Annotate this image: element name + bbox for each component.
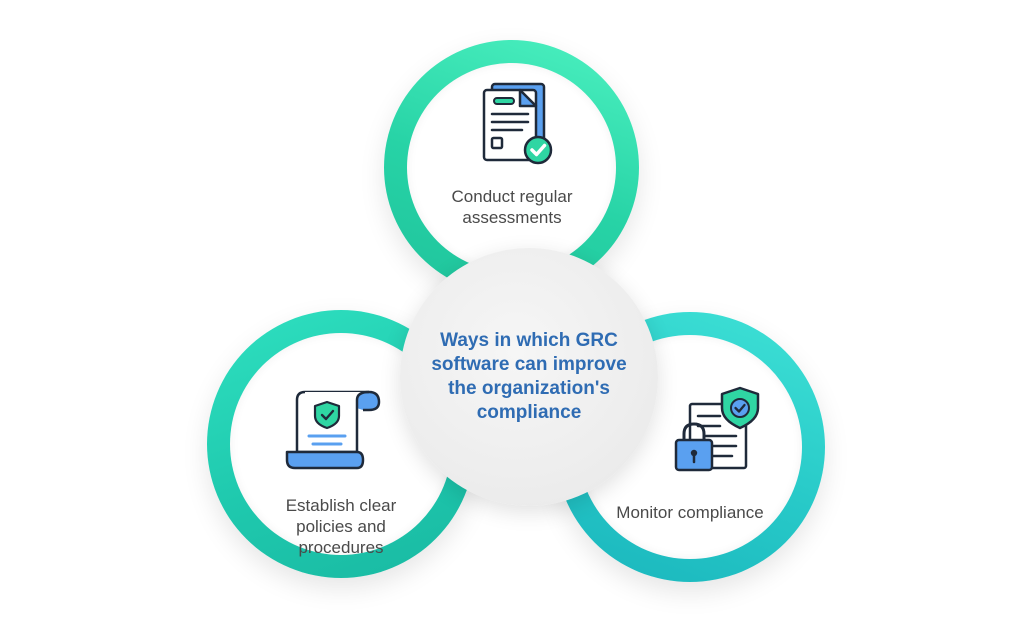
document-check-icon [482, 82, 553, 165]
label-establish-policies: Establish clear policies and procedures [285, 496, 397, 557]
center-circle: Ways in which GRC software can improve t… [400, 248, 658, 506]
label-conduct-assessments: Conduct regular assessments [451, 187, 573, 227]
lock-shield-document-icon [674, 386, 760, 472]
label-monitor-compliance: Monitor compliance [616, 503, 764, 522]
center-title: Ways in which GRC software can improve t… [431, 330, 627, 423]
policy-scroll-icon [285, 390, 381, 470]
